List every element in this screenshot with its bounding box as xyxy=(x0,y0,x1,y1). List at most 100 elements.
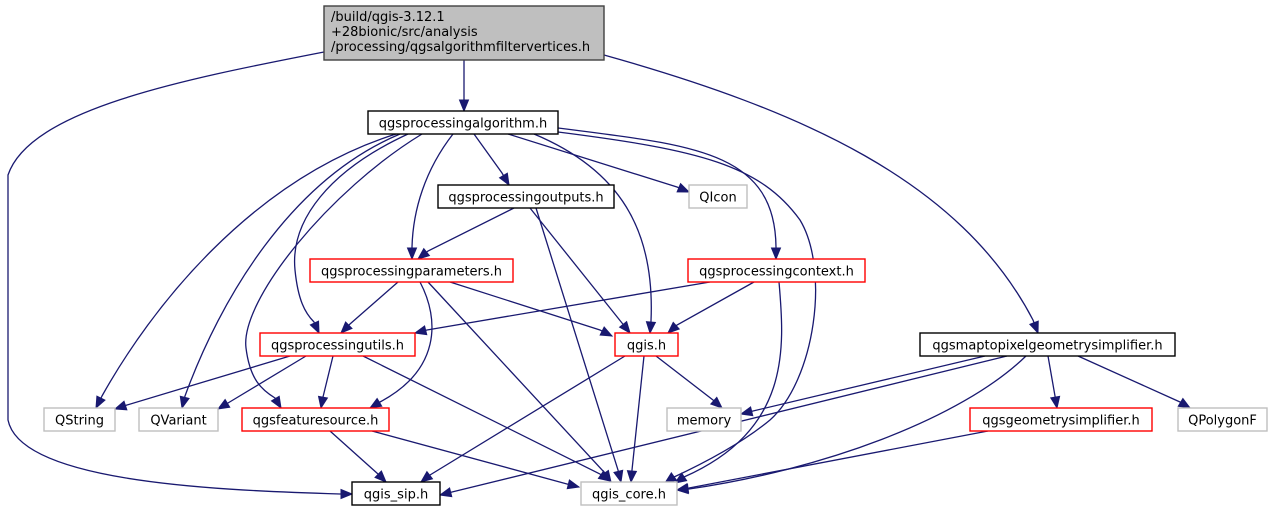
node-label: qgsmaptopixelgeometrysimplifier.h xyxy=(932,339,1162,354)
node-qicon: QIcon xyxy=(688,184,748,209)
node-core: qgis_core.h xyxy=(580,481,678,506)
edge-line xyxy=(371,430,580,488)
edge-line xyxy=(529,207,631,334)
edge-line xyxy=(655,355,723,409)
node-qgis[interactable]: qgis.h xyxy=(614,332,679,357)
edge-algorithm-to-parameters xyxy=(406,133,454,261)
edge-root-to-algorithm xyxy=(458,60,470,113)
node-label: qgsfeaturesource.h xyxy=(253,414,379,429)
edge-line xyxy=(603,54,1039,334)
node-label: qgsprocessingalgorithm.h xyxy=(379,117,547,132)
edge-maptopixel-to-geomsimplifier xyxy=(1047,355,1061,410)
edge-root-to-sip xyxy=(7,51,354,500)
edge-line xyxy=(533,133,652,334)
arrowhead-icon xyxy=(709,396,723,409)
edge-line xyxy=(674,281,783,484)
edge-qgis-to-core xyxy=(626,355,645,484)
edge-maptopixel-to-memory xyxy=(739,355,986,417)
node-label: qgsprocessingcontext.h xyxy=(699,265,854,280)
node-box xyxy=(259,332,416,357)
edge-parameters-to-utils xyxy=(340,281,399,334)
node-box xyxy=(241,407,390,432)
arrowhead-icon xyxy=(340,321,353,334)
node-box xyxy=(969,407,1153,432)
node-label: qgis.h xyxy=(627,339,666,354)
node-box xyxy=(309,258,514,283)
node-outputs[interactable]: qgsprocessingoutputs.h xyxy=(437,184,615,209)
node-box xyxy=(614,332,679,357)
edge-line xyxy=(417,207,515,260)
edge-geomsimplifier-to-core xyxy=(675,430,989,494)
edge-utils-to-qstring xyxy=(113,355,291,411)
node-label: qgsgeometrysimplifier.h xyxy=(982,414,1140,429)
arrowhead-icon xyxy=(458,99,470,113)
node-box xyxy=(688,184,748,209)
node-utils[interactable]: qgsprocessingutils.h xyxy=(259,332,416,357)
edge-outputs-to-parameters xyxy=(416,207,515,260)
node-box xyxy=(919,332,1176,357)
edge-line xyxy=(95,133,397,409)
edge-featuresource-to-sip xyxy=(329,430,387,483)
node-qvariant: QVariant xyxy=(138,407,219,432)
edge-line xyxy=(411,133,454,259)
edge-utils-to-featuresource xyxy=(317,355,334,410)
edge-qgis-to-sip xyxy=(419,355,626,483)
node-sip[interactable]: qgis_sip.h xyxy=(351,481,441,506)
edge-algorithm-to-utils xyxy=(293,133,409,335)
node-label: +28bionic/src/analysis xyxy=(331,25,478,40)
node-label: qgsprocessingparameters.h xyxy=(321,265,502,280)
edge-maptopixel-to-qpolygonf xyxy=(1077,355,1192,409)
arrowhead-icon xyxy=(419,470,434,483)
node-maptopixel[interactable]: qgsmaptopixelgeometrysimplifier.h xyxy=(919,332,1176,357)
arrowhead-icon xyxy=(673,472,688,484)
edge-line xyxy=(676,355,1027,491)
edge-algorithm-to-qicon xyxy=(507,133,691,193)
node-box xyxy=(323,5,605,61)
arrowhead-icon xyxy=(770,247,782,261)
node-label: qgsprocessingutils.h xyxy=(271,339,404,354)
edge-line xyxy=(369,281,433,409)
node-label: qgis_core.h xyxy=(592,488,666,503)
edge-algorithm-to-qgis xyxy=(533,133,657,335)
edge-line xyxy=(245,133,423,409)
edge-parameters-to-qgis xyxy=(449,281,614,337)
edge-context-to-core xyxy=(673,281,783,484)
node-parameters[interactable]: qgsprocessingparameters.h xyxy=(309,258,514,283)
node-root[interactable]: /build/qgis-3.12.1+28bionic/src/analysis… xyxy=(323,5,605,61)
edge-line xyxy=(181,133,401,409)
arrowhead-icon xyxy=(675,482,690,494)
edge-line xyxy=(1077,355,1191,409)
node-label: qgsprocessingoutputs.h xyxy=(448,191,603,206)
node-box xyxy=(138,407,219,432)
node-algorithm[interactable]: qgsprocessingalgorithm.h xyxy=(367,110,559,135)
arrowhead-icon xyxy=(406,247,418,261)
edge-root-to-maptopixel xyxy=(603,54,1039,335)
edge-line xyxy=(535,207,622,483)
node-geomsimplifier[interactable]: qgsgeometrysimplifier.h xyxy=(969,407,1153,432)
arrowhead-icon xyxy=(645,321,657,335)
arrowhead-icon xyxy=(368,397,383,409)
arrowhead-icon xyxy=(270,395,282,410)
arrowhead-icon xyxy=(667,321,681,334)
edge-algorithm-to-qstring xyxy=(95,133,397,410)
edge-outputs-to-qgis xyxy=(529,207,631,335)
node-box xyxy=(367,110,559,135)
node-featuresource[interactable]: qgsfeaturesource.h xyxy=(241,407,390,432)
edge-line xyxy=(630,355,645,483)
arrowhead-icon xyxy=(739,406,754,417)
arrowhead-icon xyxy=(1177,397,1192,409)
arrowhead-icon xyxy=(374,470,387,483)
node-box xyxy=(580,481,678,506)
arrowhead-icon xyxy=(179,395,190,410)
node-context[interactable]: qgsprocessingcontext.h xyxy=(687,258,866,283)
arrowhead-icon xyxy=(566,479,581,490)
arrowhead-icon xyxy=(618,320,631,335)
node-label: QString xyxy=(55,414,104,429)
edge-featuresource-to-core xyxy=(371,430,581,490)
edge-algorithm-to-context xyxy=(557,127,782,261)
arrowhead-icon xyxy=(1028,320,1039,335)
node-box xyxy=(687,258,866,283)
edge-algorithm-to-outputs xyxy=(473,133,510,187)
edge-line xyxy=(667,281,755,334)
